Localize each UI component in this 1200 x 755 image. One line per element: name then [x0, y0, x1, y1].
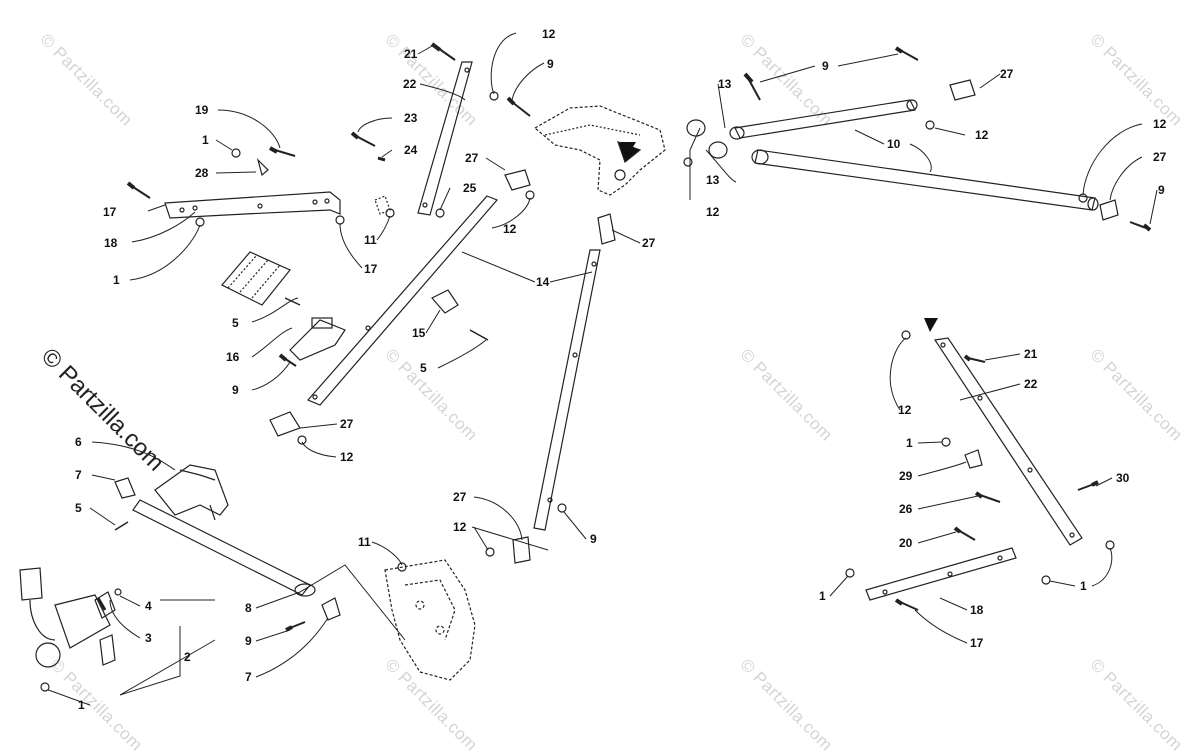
callout-label: 27 [1153, 150, 1167, 164]
arm-22-top [417, 61, 473, 216]
callout-label: 4 [145, 599, 152, 613]
callout-label: 3 [145, 631, 152, 645]
callout-label: 26 [899, 502, 913, 516]
callout-label: 22 [1024, 377, 1038, 391]
callout-label: 12 [542, 27, 556, 41]
callout-label: 17 [103, 205, 117, 219]
callout-label: 7 [245, 670, 252, 684]
callout-label: 13 [706, 173, 720, 187]
callout-label: 9 [245, 634, 252, 648]
callout-label: 7 [75, 468, 82, 482]
callout-label: 12 [898, 403, 912, 417]
callout-label: 5 [420, 361, 427, 375]
tube-upper-right [729, 99, 918, 140]
callout-label: 5 [75, 501, 82, 515]
callout-label: 18 [970, 603, 984, 617]
callout-label: 9 [1158, 183, 1165, 197]
callout-label: 11 [358, 535, 371, 549]
callout-label: 12 [340, 450, 354, 464]
callout-label: 9 [232, 383, 239, 397]
callout-label: 1 [906, 436, 913, 450]
callout-label: 1 [819, 589, 826, 603]
callout-label: 5 [232, 316, 239, 330]
callout-label: 14 [536, 275, 550, 289]
callout-label: 12 [503, 222, 517, 236]
tube-10 [751, 149, 1099, 211]
callout-label: 29 [899, 469, 913, 483]
callout-label: 1 [113, 273, 120, 287]
callout-label: 13 [718, 77, 732, 91]
callout-label: 21 [404, 47, 418, 61]
callout-label: 21 [1024, 347, 1038, 361]
actuator-assembly [19, 567, 116, 668]
marker-arrow-icon [924, 318, 938, 332]
callouts: 21 12 9 22 19 1 28 23 24 17 18 1 25 11 1… [75, 27, 1167, 712]
callout-label: 27 [453, 490, 467, 504]
parts-drawing [19, 42, 1152, 692]
callout-label: 9 [590, 532, 597, 546]
callout-label: 12 [975, 128, 989, 142]
arm-center [533, 249, 601, 531]
callout-label: 27 [642, 236, 656, 250]
callout-label: 24 [404, 143, 418, 157]
callout-label: 9 [822, 59, 829, 73]
callout-label: 25 [463, 181, 477, 195]
callout-label: 1 [202, 133, 209, 147]
callout-label: 1 [1080, 579, 1087, 593]
callout-label: 22 [403, 77, 417, 91]
relay-module [221, 251, 346, 361]
callout-label: 27 [465, 151, 479, 165]
callout-label: 15 [412, 326, 426, 340]
callout-label: 9 [547, 57, 554, 71]
callout-label: 28 [195, 166, 209, 180]
bracket-6 [154, 464, 229, 521]
marker-arrow-icon [620, 142, 636, 155]
callout-label: 12 [706, 205, 720, 219]
callout-label: 16 [226, 350, 240, 364]
callout-label: 12 [453, 520, 467, 534]
callout-label: 12 [1153, 117, 1167, 131]
shaft-8 [132, 499, 316, 597]
callout-label: 2 [184, 650, 191, 664]
callout-label: 20 [899, 536, 913, 550]
callout-label: 27 [1000, 67, 1014, 81]
callout-label: 19 [195, 103, 209, 117]
mount-bracket-lower [384, 559, 476, 681]
callout-label: 17 [364, 262, 378, 276]
callout-label: 1 [78, 698, 85, 712]
mount-bracket-top [533, 105, 666, 196]
callout-label: 8 [245, 601, 252, 615]
callout-label: 30 [1116, 471, 1130, 485]
callout-label: 11 [364, 233, 377, 247]
callout-label: 23 [404, 111, 418, 125]
callout-label: 6 [75, 435, 82, 449]
callout-label: 17 [970, 636, 984, 650]
callout-label: 18 [104, 236, 118, 250]
callout-label: 10 [887, 137, 901, 151]
arm-14 [306, 195, 499, 406]
callout-label: 27 [340, 417, 354, 431]
rail-18-right [865, 547, 1017, 601]
arm-22-right [933, 337, 1083, 546]
rail-18-top [164, 191, 341, 219]
leader-lines [47, 32, 1158, 706]
